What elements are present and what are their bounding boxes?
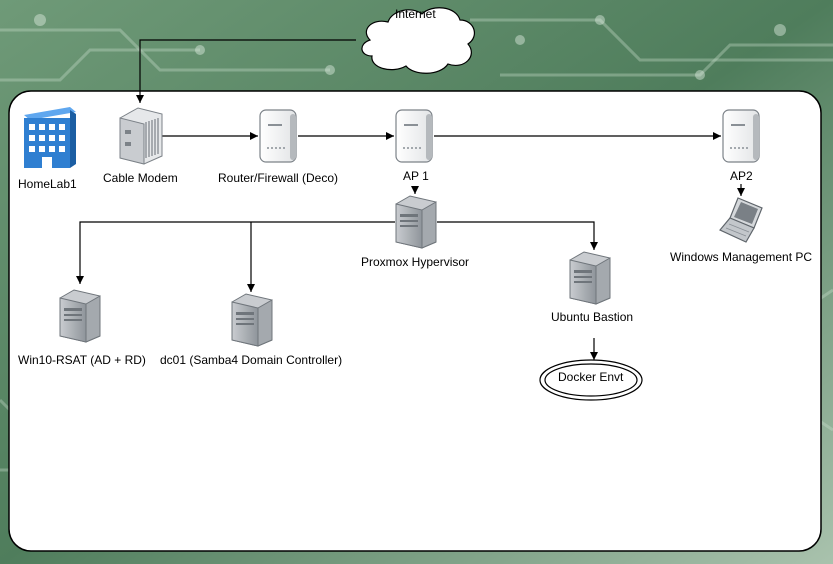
homelab-label: HomeLab1 xyxy=(18,177,77,191)
windows-pc-label: Windows Management PC xyxy=(670,250,813,264)
laptop-icon xyxy=(719,197,763,243)
proxmox-to-ubuntu-link xyxy=(437,221,598,250)
access-point-icon xyxy=(722,109,760,163)
server-icon xyxy=(59,289,101,343)
cloud-icon xyxy=(361,7,476,74)
ap2-label: AP2 xyxy=(730,169,753,183)
ap1-label: AP 1 xyxy=(403,169,429,183)
win10-label: Win10-RSAT (AD + RD) xyxy=(18,353,146,367)
homelab-panel xyxy=(8,90,822,552)
server-icon xyxy=(569,251,611,305)
building-icon xyxy=(24,107,76,168)
proxmox-label: Proxmox Hypervisor xyxy=(361,255,470,269)
server-icon xyxy=(231,293,273,347)
access-point-icon xyxy=(259,109,297,163)
docker-environment xyxy=(539,359,643,401)
docker-label: Docker Envt xyxy=(558,370,624,384)
modem-icon xyxy=(119,107,163,165)
access-point-icon xyxy=(395,109,433,163)
router-label: Router/Firewall (Deco) xyxy=(218,171,339,185)
internet-label: Internet xyxy=(395,7,436,21)
server-icon xyxy=(395,195,437,249)
dc01-label: dc01 (Samba4 Domain Controller) xyxy=(160,353,343,367)
ubuntu-label: Ubuntu Bastion xyxy=(551,310,634,324)
proxmox-to-win10-link xyxy=(76,221,395,284)
internet-to-modem-link xyxy=(136,39,356,103)
cable-modem-label: Cable Modem xyxy=(103,171,178,185)
